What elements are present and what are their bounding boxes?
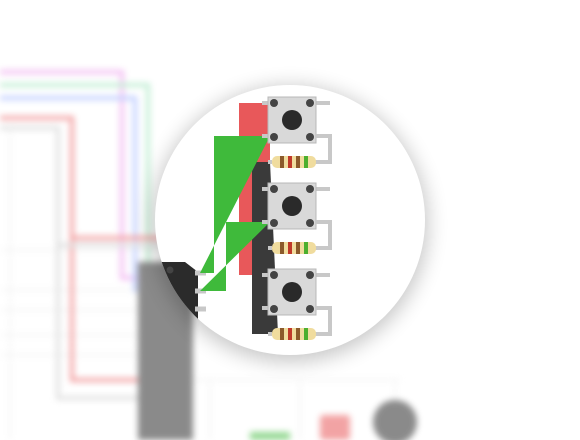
resistor-band [304, 242, 308, 254]
bg-grid [0, 130, 400, 440]
button-pin-dot [270, 271, 278, 279]
resistor [268, 220, 332, 254]
resistor-body [272, 328, 316, 340]
resistor-band [288, 328, 292, 340]
resistor-band [288, 156, 292, 168]
resistor [268, 134, 332, 168]
resistor-band [280, 328, 284, 340]
push-button [262, 96, 330, 144]
bg-gray-wire-1 [0, 126, 140, 400]
bg-red-component [320, 415, 350, 440]
bg-mint-wire [0, 83, 150, 280]
push-button [262, 182, 330, 230]
resistor-band [304, 156, 308, 168]
ic-chip-notch [166, 266, 174, 274]
resistor-band [296, 156, 300, 168]
button-pin-dot [270, 99, 278, 107]
button-cap [282, 110, 302, 130]
button-pin-dot [306, 185, 314, 193]
push-buttons [262, 96, 330, 316]
resistor-lead-right [312, 220, 332, 250]
resistor-band [280, 242, 284, 254]
resistor-body [272, 156, 316, 168]
green-wire-1 [200, 136, 270, 273]
resistors [268, 134, 332, 340]
resistor-lead-right [312, 306, 332, 336]
background-breadboard [0, 70, 417, 440]
button-cap [282, 196, 302, 216]
button-pin-dot [306, 133, 314, 141]
resistor-lead-right [312, 134, 332, 164]
button-pin-dot [270, 219, 278, 227]
green-wire-2 [200, 222, 270, 291]
button-pin-dot [270, 133, 278, 141]
button-pin-dot [306, 99, 314, 107]
resistor-band [296, 242, 300, 254]
button-pin-dot [306, 271, 314, 279]
button-pin-dot [306, 305, 314, 313]
resistor-band [280, 156, 284, 168]
resistor [268, 306, 332, 340]
magnified-circuit [155, 96, 332, 340]
button-cap [282, 282, 302, 302]
bg-dark-component [373, 400, 417, 440]
button-pin-dot [270, 305, 278, 313]
resistor-band [288, 242, 292, 254]
bg-green-component [250, 432, 290, 440]
button-pin-dot [270, 185, 278, 193]
resistor-band [296, 328, 300, 340]
push-button [262, 268, 330, 316]
resistor-body [272, 242, 316, 254]
bg-blue-wire [0, 96, 137, 292]
button-pin-dot [306, 219, 314, 227]
bg-pink-wire [0, 70, 150, 280]
resistor-band [304, 328, 308, 340]
